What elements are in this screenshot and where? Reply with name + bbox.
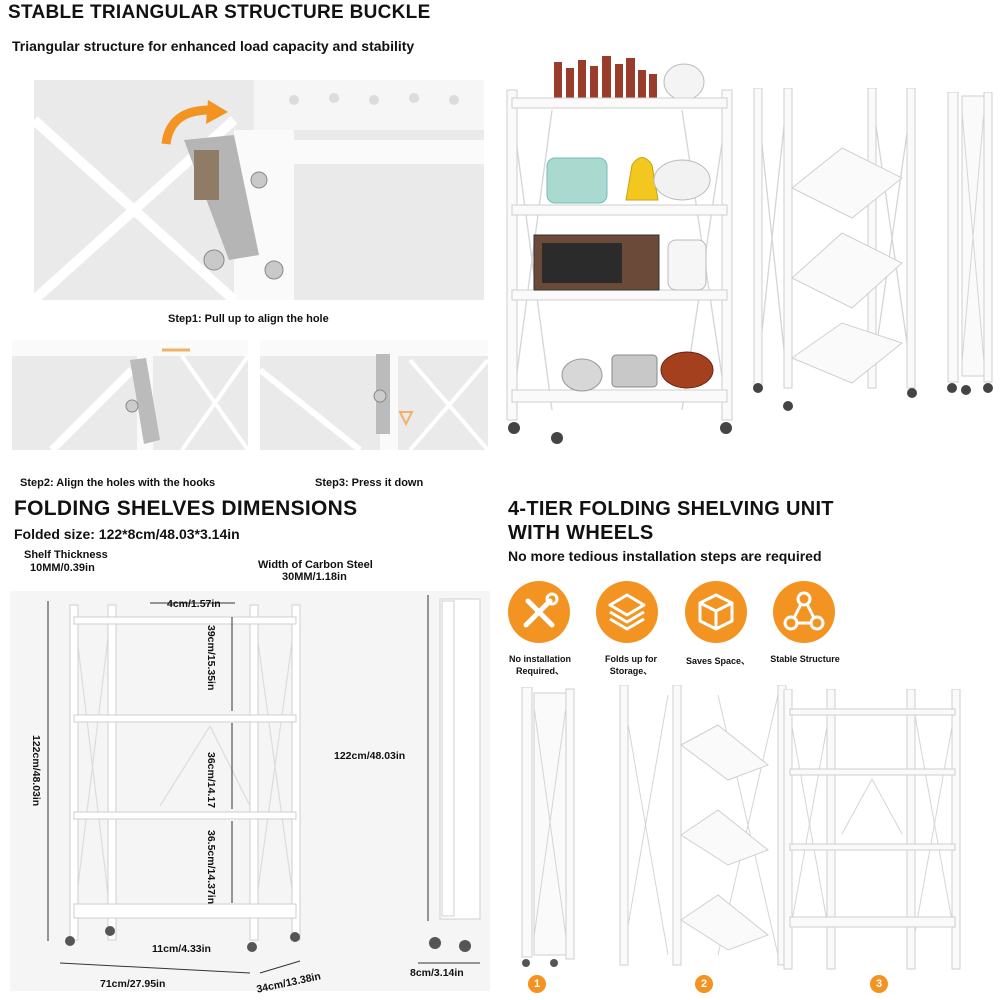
feature-label-0: No installation Required、: [508, 654, 571, 676]
pull-up-arrow-icon: [160, 100, 230, 155]
feature-label-2: Saves Space、: [685, 656, 751, 666]
tier1-dim: 39cm/15.35in: [205, 625, 217, 691]
shelf-thickness-label: Shelf Thickness: [24, 549, 108, 561]
triangle-nodes-icon: [783, 591, 825, 631]
step-badge-2: 2: [695, 975, 713, 993]
shelf-thickness-value: 10MM/0.39in: [30, 562, 95, 574]
step2-label: Step2: Align the holes with the hooks: [20, 477, 216, 489]
dimensions-panel: FOLDING SHELVES DIMENSIONS Folded size: …: [0, 495, 500, 1000]
unit-title-line1: 4-TIER FOLDING SHELVING UNIT: [508, 498, 834, 520]
buckle-closeup-photo: [34, 80, 484, 300]
folded-depth-dim: 8cm/3.14in: [410, 967, 464, 979]
product-photo-panel: [500, 0, 1000, 495]
unit-title-line2: WITH WHEELS: [508, 522, 654, 544]
buckle-panel: STABLE TRIANGULAR STRUCTURE BUCKLE Trian…: [0, 0, 500, 495]
step-badge-3: 3: [870, 975, 888, 993]
feature-label-1: Folds up for Storage、: [605, 654, 657, 676]
step3-label: Step3: Press it down: [315, 477, 424, 489]
step3-photo: [260, 340, 488, 450]
step1-label: Step1: Pull up to align the hole: [168, 313, 329, 325]
unfolded-state-image: [782, 688, 962, 979]
unit-subtitle: No more tedious installation steps are r…: [508, 548, 822, 564]
feature-stable-structure: [773, 581, 835, 643]
carbon-steel-value: 30MM/1.18in: [282, 571, 347, 583]
unit-features-panel: 4-TIER FOLDING SHELVING UNIT WITH WHEELS…: [500, 495, 1000, 1000]
step2-photo: [12, 340, 248, 450]
tier2-dim: 36cm/14.17: [205, 752, 217, 809]
tier3-dim: 36.5cm/14.37in: [205, 830, 217, 905]
shelf-folded-image: [944, 91, 996, 407]
box-icon: [698, 593, 734, 631]
feature-folds-up: [596, 581, 658, 643]
tools-icon: [523, 592, 559, 628]
height-dim: 122cm/48.03in: [30, 735, 42, 807]
unfolding-state-image: [618, 684, 788, 975]
shelf-with-items-image: [502, 40, 742, 455]
top-gap-dim: 4cm/1.57in: [167, 598, 221, 610]
dimensions-drawing: [10, 591, 490, 991]
folded-height-dim: 122cm/48.03in: [334, 750, 406, 762]
feature-label-3: Stable Structure: [770, 654, 840, 664]
step-badge-1: 1: [528, 975, 546, 993]
bottom-gap-dim: 11cm/4.33in: [152, 943, 211, 955]
feature-no-installation: [508, 581, 570, 643]
carbon-steel-label: Width of Carbon Steel: [258, 559, 373, 571]
dimensions-title: FOLDING SHELVES DIMENSIONS: [14, 497, 358, 520]
shelf-folding-image: [752, 87, 922, 423]
feature-saves-space: [685, 581, 747, 643]
folded-state-image: [518, 686, 578, 972]
folded-size: Folded size: 122*8cm/48.03*3.14in: [14, 526, 240, 542]
layers-icon: [608, 593, 646, 631]
width-dim: 71cm/27.95in: [100, 978, 166, 990]
buckle-subtitle: Triangular structure for enhanced load c…: [12, 38, 415, 54]
buckle-title: STABLE TRIANGULAR STRUCTURE BUCKLE: [8, 2, 431, 23]
